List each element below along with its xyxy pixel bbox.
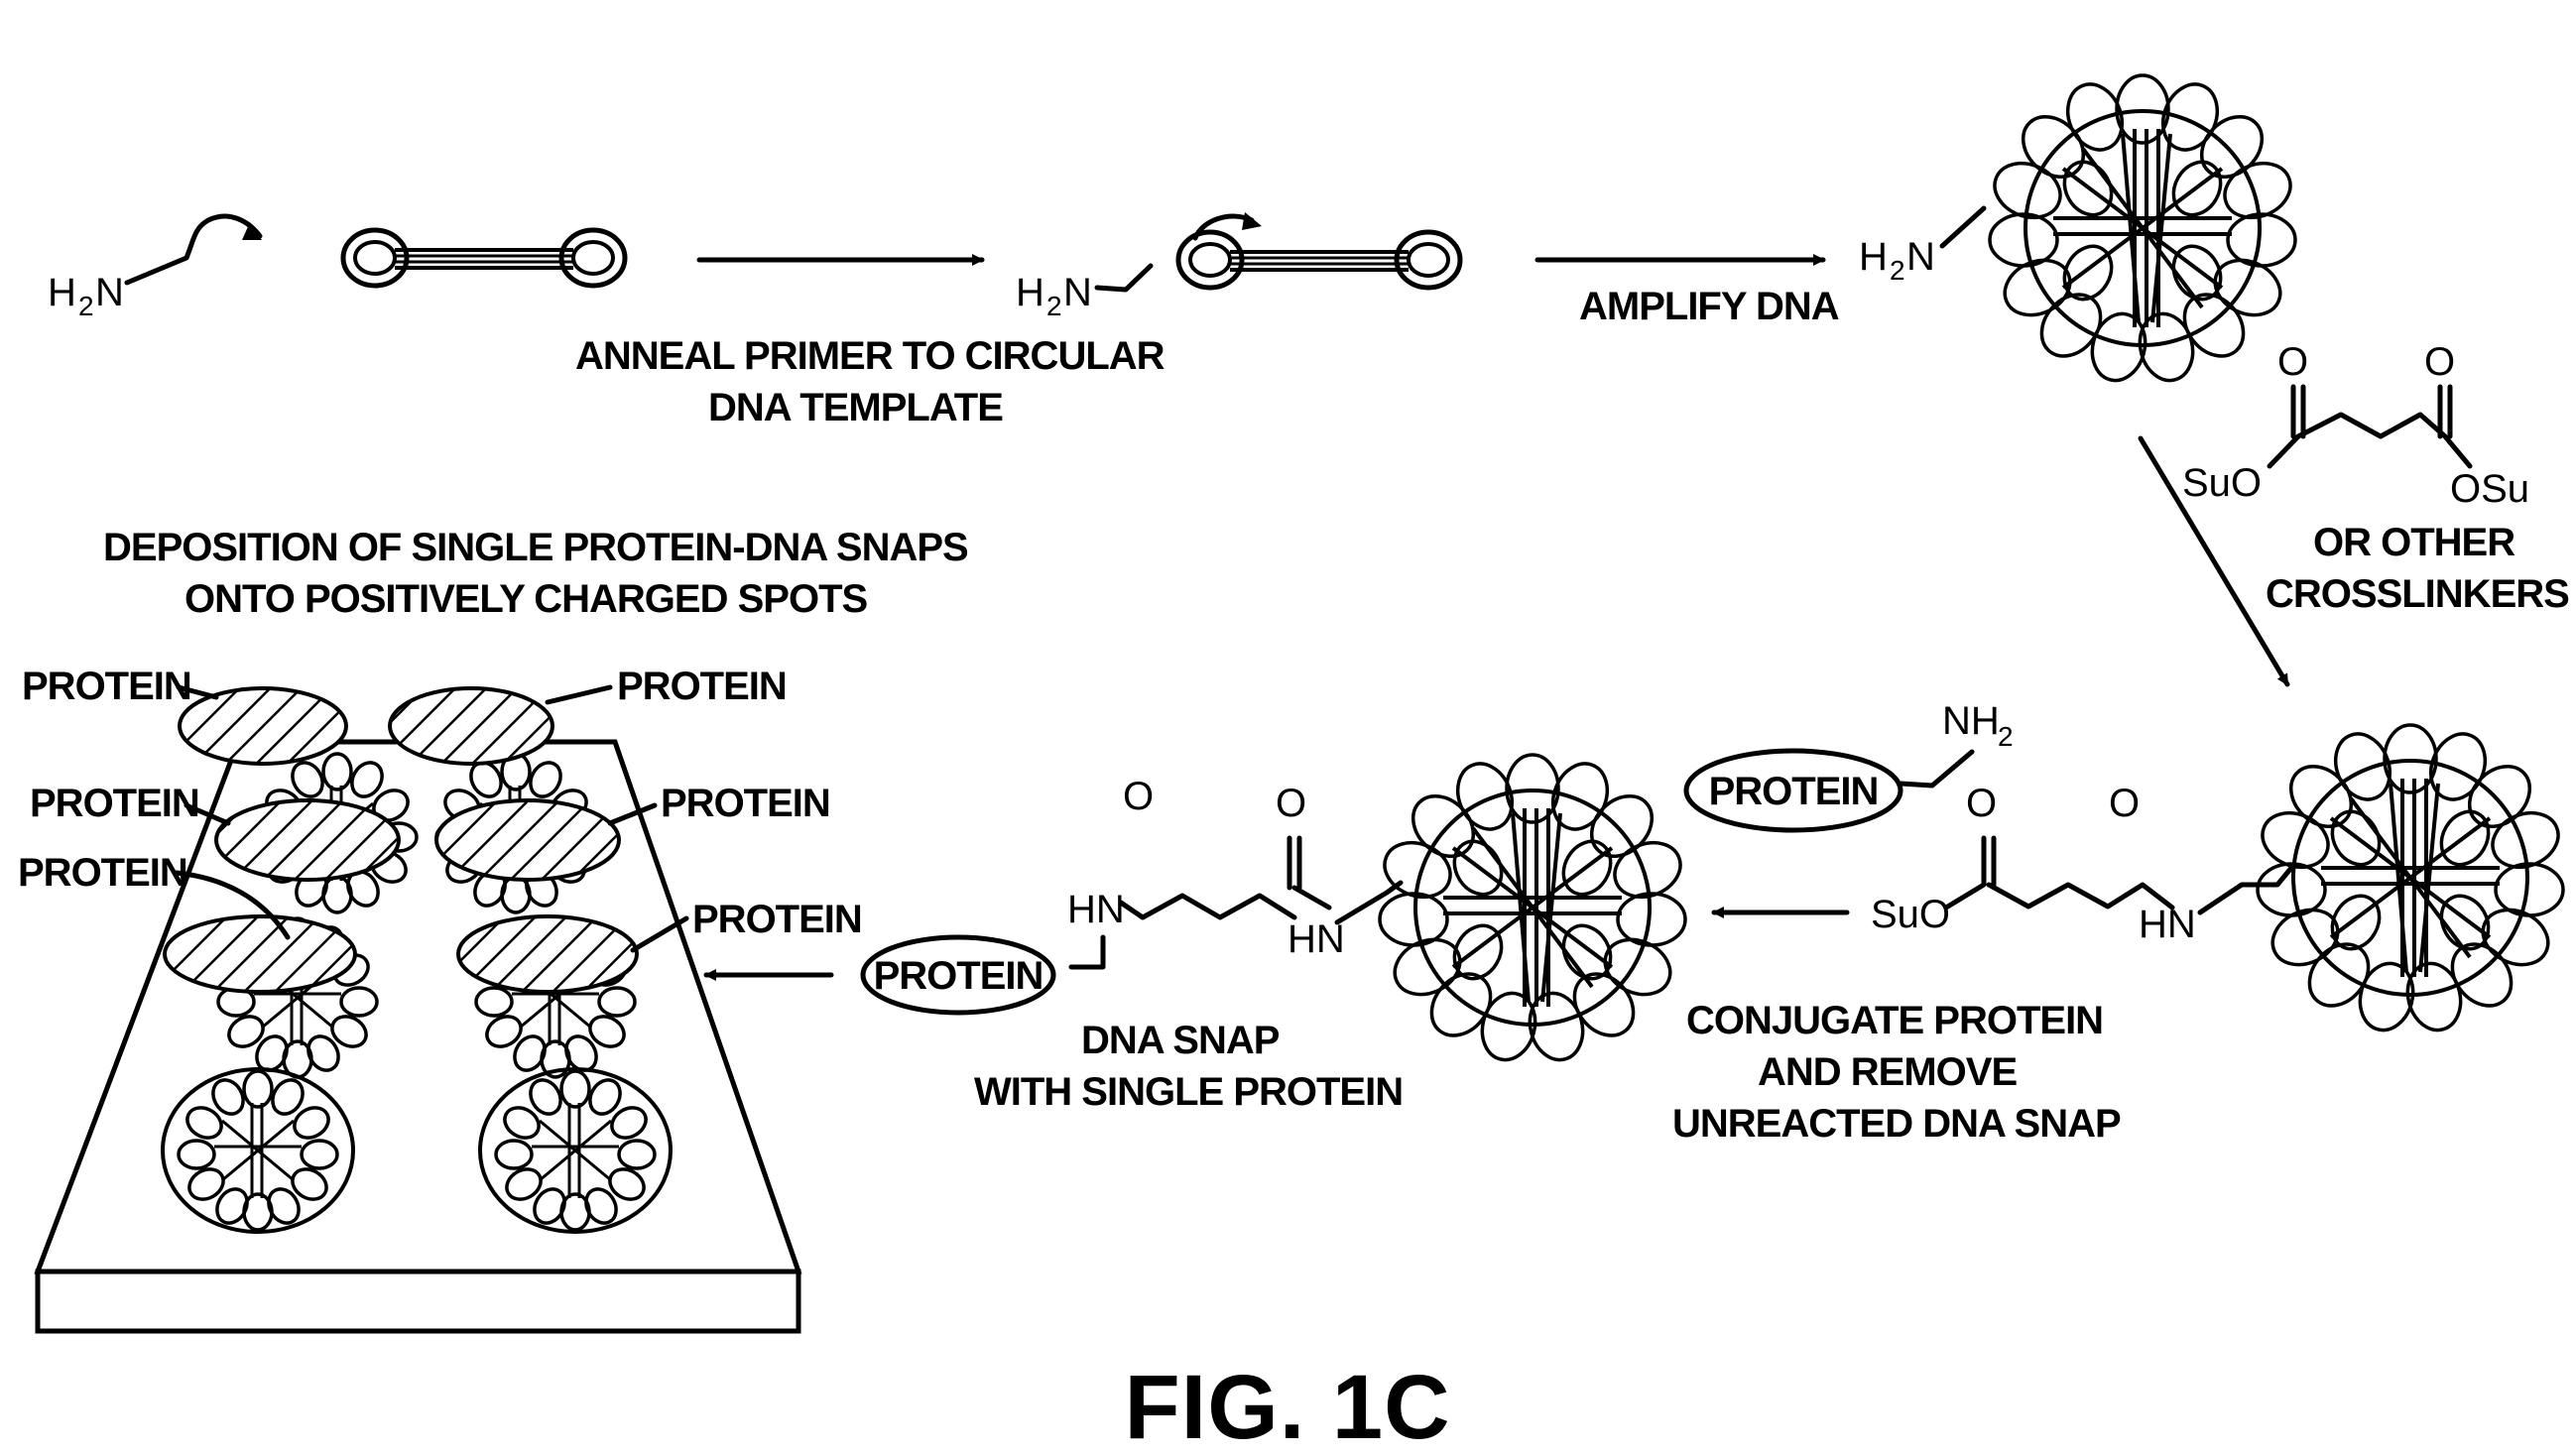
leader-line [174,870,291,940]
crosslink-arrow [2138,435,2290,687]
leader-line [184,802,231,826]
crosslinker-label-line1: OR OTHER [2313,521,2515,564]
annealed-primer-arrowhead [1242,212,1262,230]
n-atom: N [1906,235,1935,279]
amine-group-3: H 2 N [1859,235,1935,286]
conjugate-label-line1: CONJUGATE PROTEIN [1686,999,2103,1042]
oxygen-right-amide: O [1276,782,1306,825]
protein-label-r1-right: PROTEIN [617,665,787,708]
oxygen-left: O [2277,340,2308,384]
figure-caption: FIG. 1C [1124,1357,1450,1456]
protein-conjugated-label: PROTEIN [874,954,1043,998]
crosslinker-structure: O O SuO OSu [2182,340,2529,511]
protein-conjugated-oval [860,934,1056,1016]
snap-label-line2: WITH SINGLE PROTEIN [974,1070,1403,1114]
leader-line [545,684,613,705]
amine-group-1: H 2 N [48,271,124,321]
subscript-2: 2 [1890,255,1905,286]
oxygen-right: O [2424,340,2455,384]
leader-line [176,684,219,700]
dna-nanoball-activated [2252,723,2569,1038]
protein-reactant-label: PROTEIN [1709,770,1879,813]
deposition-label-line1: DEPOSITION OF SINGLE PROTEIN-DNA SNAPS [103,526,968,569]
suo-group: SuO [2182,461,2262,505]
primer-arrowhead [242,222,262,240]
protein-label-r2-right: PROTEIN [661,782,830,825]
chip-substrate [34,739,802,1334]
leader-line [607,802,658,826]
protein-linker [1898,749,1975,789]
dna-nanoball-amplified [1984,73,2301,389]
dna-nanoball-conjugated [1374,753,1691,1068]
anneal-label-line1: ANNEAL PRIMER TO CIRCULAR [575,334,1165,378]
protein-ellipse [434,798,621,882]
anneal-label-line2: DNA TEMPLATE [708,386,1003,429]
conjugate-label-line3: UNREACTED DNA SNAP [1672,1102,2121,1146]
protein-reactant-oval [1683,748,1903,833]
annealed-dna-template [1178,232,1460,288]
protein-ellipse [178,686,348,766]
circular-dna-template [343,230,625,286]
leader-line [630,915,689,953]
protein-label-r3-right: PROTEIN [692,898,862,941]
h-atom: H [1859,235,1888,279]
activated-ester-chain: O O SuO HN [1871,782,2294,946]
nanoball-linker-top [1939,205,1987,249]
deposition-label-line2: ONTO POSITIVELY CHARGED SPOTS [184,577,868,621]
protein-ellipse [388,686,554,766]
conjugate-label-line2: AND REMOVE [1758,1050,2017,1094]
subscript-2: 2 [78,291,94,321]
h-atom: H [48,271,76,314]
hn-right: HN [1288,917,1345,961]
hn-left: HN [1067,888,1125,931]
subscript-2: 2 [1046,291,1062,321]
primer-strand [124,213,263,286]
crosslinker-label-line2: CROSSLINKERS [2266,572,2569,616]
protein-ellipse [456,914,639,994]
n-atom: N [95,271,124,314]
oxygen-ester: O [1966,782,1997,825]
oxygen-left-amide: O [1123,775,1154,818]
protein-amine: NH 2 [1942,699,2014,752]
suo-leaving-group: SuO [1871,893,1950,936]
protein-ellipse [214,798,401,882]
osu-group: OSu [2450,467,2529,511]
protein-snap-linker: O O HN HN [1067,775,1404,970]
protein-label-r1-left: PROTEIN [22,665,191,708]
oxygen-amide: O [2109,782,2140,825]
protein-label-r3-left: PROTEIN [18,851,187,895]
h-atom: H [1016,271,1044,314]
primer-linker [1094,263,1154,293]
protein-ellipse [163,914,357,994]
n-atom: N [1063,271,1092,314]
amine-group-2: H 2 N [1016,271,1092,321]
protein-label-r2-left: PROTEIN [30,782,199,825]
hn-amide: HN [2139,903,2196,946]
subscript-2: 2 [1998,721,2014,752]
snap-label-line1: DNA SNAP [1081,1019,1280,1062]
amplify-label: AMPLIFY DNA [1579,285,1839,328]
nh-group: NH [1942,699,2000,743]
